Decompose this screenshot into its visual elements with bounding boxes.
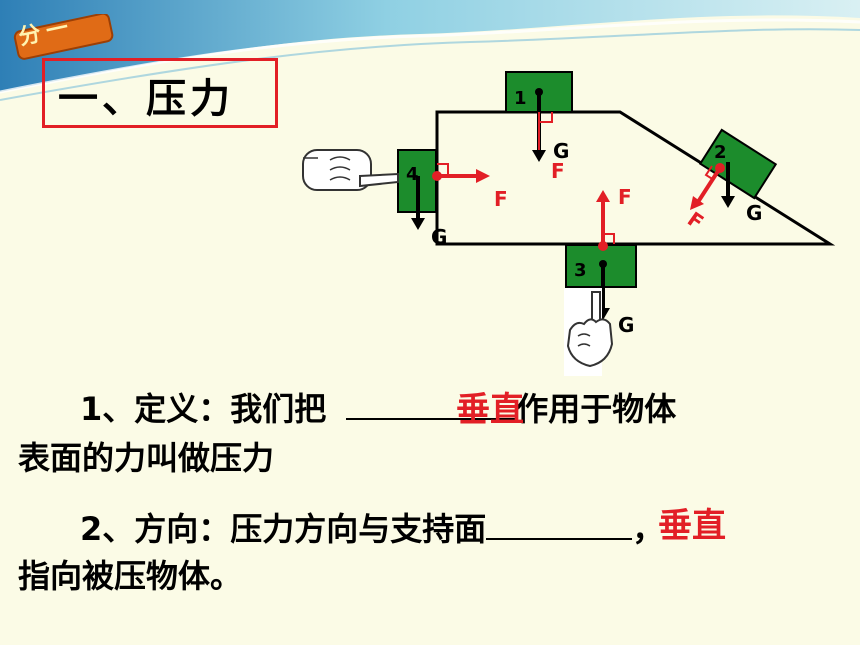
direction-line-2: 指向被压物体。 [18,557,243,595]
block-3-number: 3 [574,260,587,281]
definition-line-1: 1、定义：我们把 作用于物体 [80,388,676,429]
block-2 [698,128,778,200]
block-1-gravity-label: G [553,139,569,163]
block-1-number: 1 [514,88,527,109]
pointing-hand-icon [302,149,399,191]
definition-answer: 垂直 [456,390,524,430]
direction-prefix: 2、方向：压力方向与支持面 [80,510,487,548]
block-2-number: 2 [714,142,727,163]
block-4-number: 4 [406,164,419,185]
header-badge [13,14,114,60]
trapezoid-surface [435,110,836,246]
header-wave-decoration [0,0,860,101]
block-3-gravity-label: G [618,313,634,337]
direction-answer: 垂直 [658,506,726,546]
pressure-diagram: 1 G F 2 G F 3 G F 4 [302,71,836,376]
block-2-force-arrow [696,166,722,204]
direction-suffix: ， [632,510,665,548]
page-title: 一、压力 [58,76,234,122]
block-4-gravity-label: G [431,225,447,249]
block-1-force-label: F [551,159,565,183]
definition-prefix: 1、定义：我们把 [80,390,327,428]
direction-line-1: 2、方向：压力方向与支持面 ， [80,508,664,549]
definition-suffix: 作用于物体 [516,390,677,428]
direction-blank [486,508,633,540]
block-3-force-label: F [618,185,632,209]
block-4-force-label: F [494,187,508,211]
definition-blank [346,388,517,420]
block-2-gravity-label: G [746,201,762,225]
title-box [42,58,278,128]
fist-pushing-up-icon [564,288,614,376]
block-2-force-label: F [683,207,708,235]
definition-line-2: 表面的力叫做压力 [18,439,275,477]
